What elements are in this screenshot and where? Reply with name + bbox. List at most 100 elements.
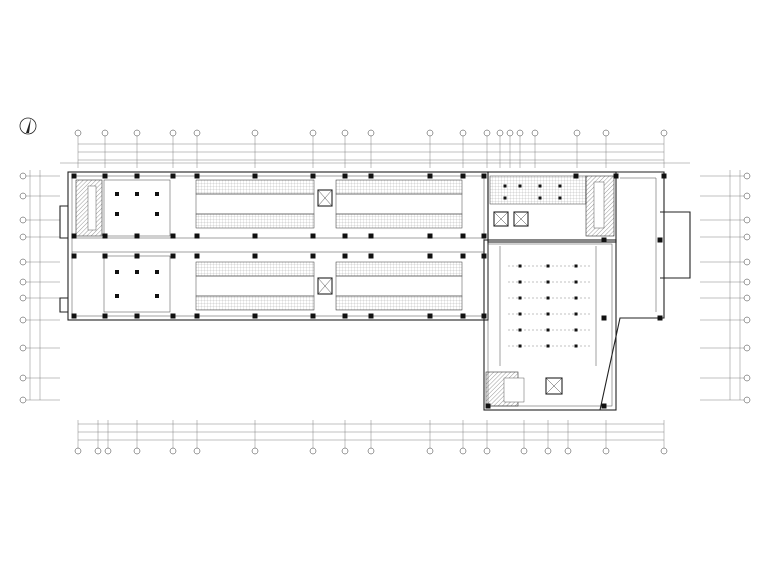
stair-blocks [75,175,615,407]
axis-bubble [19,344,27,352]
fixture [558,196,562,200]
column [342,173,348,179]
axis-bubble [19,396,27,404]
axis-bubble [341,447,349,455]
column [134,173,140,179]
axis-bubble [101,129,109,137]
column [252,233,258,239]
column [481,253,487,259]
column [135,192,139,196]
axis-bubble [660,129,668,137]
axis-bubble [531,129,539,137]
column [102,173,108,179]
axis-bubble [74,129,82,137]
axis-bubble [743,233,751,241]
axis-bubble [496,129,504,137]
axis-bubble [19,233,27,241]
column [427,253,433,259]
fixture [503,184,507,188]
axis-bubble [602,129,610,137]
top-dimension-lines [60,143,690,164]
axis-bubble [483,129,491,137]
axis-bubble [169,447,177,455]
column [155,270,159,274]
fixture [538,184,542,188]
axis-bubble [483,447,491,455]
column [342,233,348,239]
grid-axis-bottom [74,420,668,455]
room-rows [195,175,587,311]
grid-axis-left [19,172,60,404]
column [427,233,433,239]
column [460,233,466,239]
axis-bubble [743,258,751,266]
axis-bubble [743,374,751,382]
axis-bubble [743,192,751,200]
column [134,313,140,319]
axis-bubble [251,447,259,455]
column [194,313,200,319]
column [102,253,108,259]
column [310,233,316,239]
column [661,173,667,179]
column [252,173,258,179]
axis-bubble [516,129,524,137]
column [460,253,466,259]
axis-bubble [193,129,201,137]
column [342,253,348,259]
column [134,253,140,259]
column [115,294,119,298]
axis-bubble [459,447,467,455]
axis-bubble [19,316,27,324]
column [368,173,374,179]
west-hall [103,179,171,313]
axis-bubble [19,374,27,382]
column [71,253,77,259]
axis-bubble [19,294,27,302]
ceiling-fixtures [503,184,590,348]
fixture [518,312,522,316]
axis-bubble [564,447,572,455]
column [115,270,119,274]
axis-bubble [743,172,751,180]
column [102,313,108,319]
side-dimension-lines [29,170,741,400]
axis-bubble [341,129,349,137]
axis-bubble [520,447,528,455]
column [115,192,119,196]
column [155,192,159,196]
axis-bubble [94,447,102,455]
axis-bubble [743,344,751,352]
structural-columns [71,173,667,409]
fixture [558,184,562,188]
north-arrow-icon [19,117,37,135]
column [657,315,663,321]
fixture [518,184,522,188]
axis-bubble [426,129,434,137]
fixture [518,344,522,348]
fixture [518,264,522,268]
axis-bubble [133,447,141,455]
fixture [546,296,550,300]
axis-bubble [309,129,317,137]
axis-bubble [133,129,141,137]
column [481,233,487,239]
column [573,173,579,179]
axis-bubble [74,447,82,455]
axis-bubble [19,192,27,200]
column [102,233,108,239]
building-outline [59,171,691,411]
column [310,173,316,179]
axis-bubble [743,216,751,224]
axis-bubble [104,447,112,455]
east-hall [499,246,597,366]
axis-bubble [19,258,27,266]
column [170,173,176,179]
axis-bubble [169,129,177,137]
fixture [546,312,550,316]
column [170,313,176,319]
column [460,313,466,319]
column [155,212,159,216]
column [115,212,119,216]
column [427,173,433,179]
